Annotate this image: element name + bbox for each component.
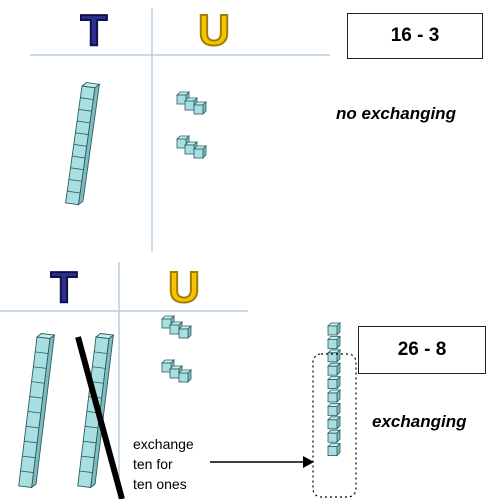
exchanged-one-cube: [327, 348, 341, 363]
tens-rod: [77, 333, 115, 489]
exchanged-one-cube: [327, 442, 341, 457]
exchanged-one-cube: [327, 415, 341, 430]
top-ones-cubes: [176, 91, 207, 159]
bottom-tens-heading: T: [51, 263, 78, 312]
top-problem-text: 16 - 3: [390, 25, 440, 46]
bottom-problem-box: 26 - 8: [358, 326, 486, 374]
exchange-note-line-1: exchange: [133, 436, 194, 452]
bottom-units-heading: U: [168, 263, 200, 312]
bottom-ones-cubes: [161, 315, 192, 383]
exchanged-one-cube: [327, 375, 341, 390]
exchange-note: exchange ten for ten ones: [133, 434, 194, 494]
top-problem-box: 16 - 3: [347, 13, 483, 59]
exchange-arrowhead: [303, 456, 314, 468]
ones-cube-6: [178, 369, 192, 383]
exchange-note-line-3: ten ones: [133, 476, 187, 492]
exchanged-one-cube: [327, 335, 341, 350]
top-caption: no exchanging: [336, 104, 456, 123]
ones-cube-3: [193, 101, 207, 115]
bottom-problem-text: 26 - 8: [397, 339, 447, 360]
exchanged-ones-column: [327, 322, 341, 457]
exchanged-one-cube: [327, 322, 341, 336]
crossed-out-rod-line: [75, 336, 125, 499]
top-tens-heading: T: [81, 6, 108, 55]
tens-rod: [65, 82, 101, 206]
bottom-tens-rods: [18, 333, 115, 489]
ones-cube-3: [178, 325, 192, 339]
exchanged-one-cube: [327, 402, 341, 417]
exchanged-one-cube: [327, 429, 341, 444]
exchanged-one-cube: [327, 362, 341, 377]
top-units-heading: U: [198, 6, 230, 55]
exchanged-one-cube: [327, 389, 341, 403]
exchanged-ones-outline: [312, 353, 357, 498]
tens-rod: [18, 333, 56, 489]
top-tens-rods: [65, 82, 101, 206]
ones-cube-6: [193, 145, 207, 159]
exchange-note-line-2: ten for: [133, 456, 173, 472]
bottom-caption: exchanging: [372, 412, 467, 431]
